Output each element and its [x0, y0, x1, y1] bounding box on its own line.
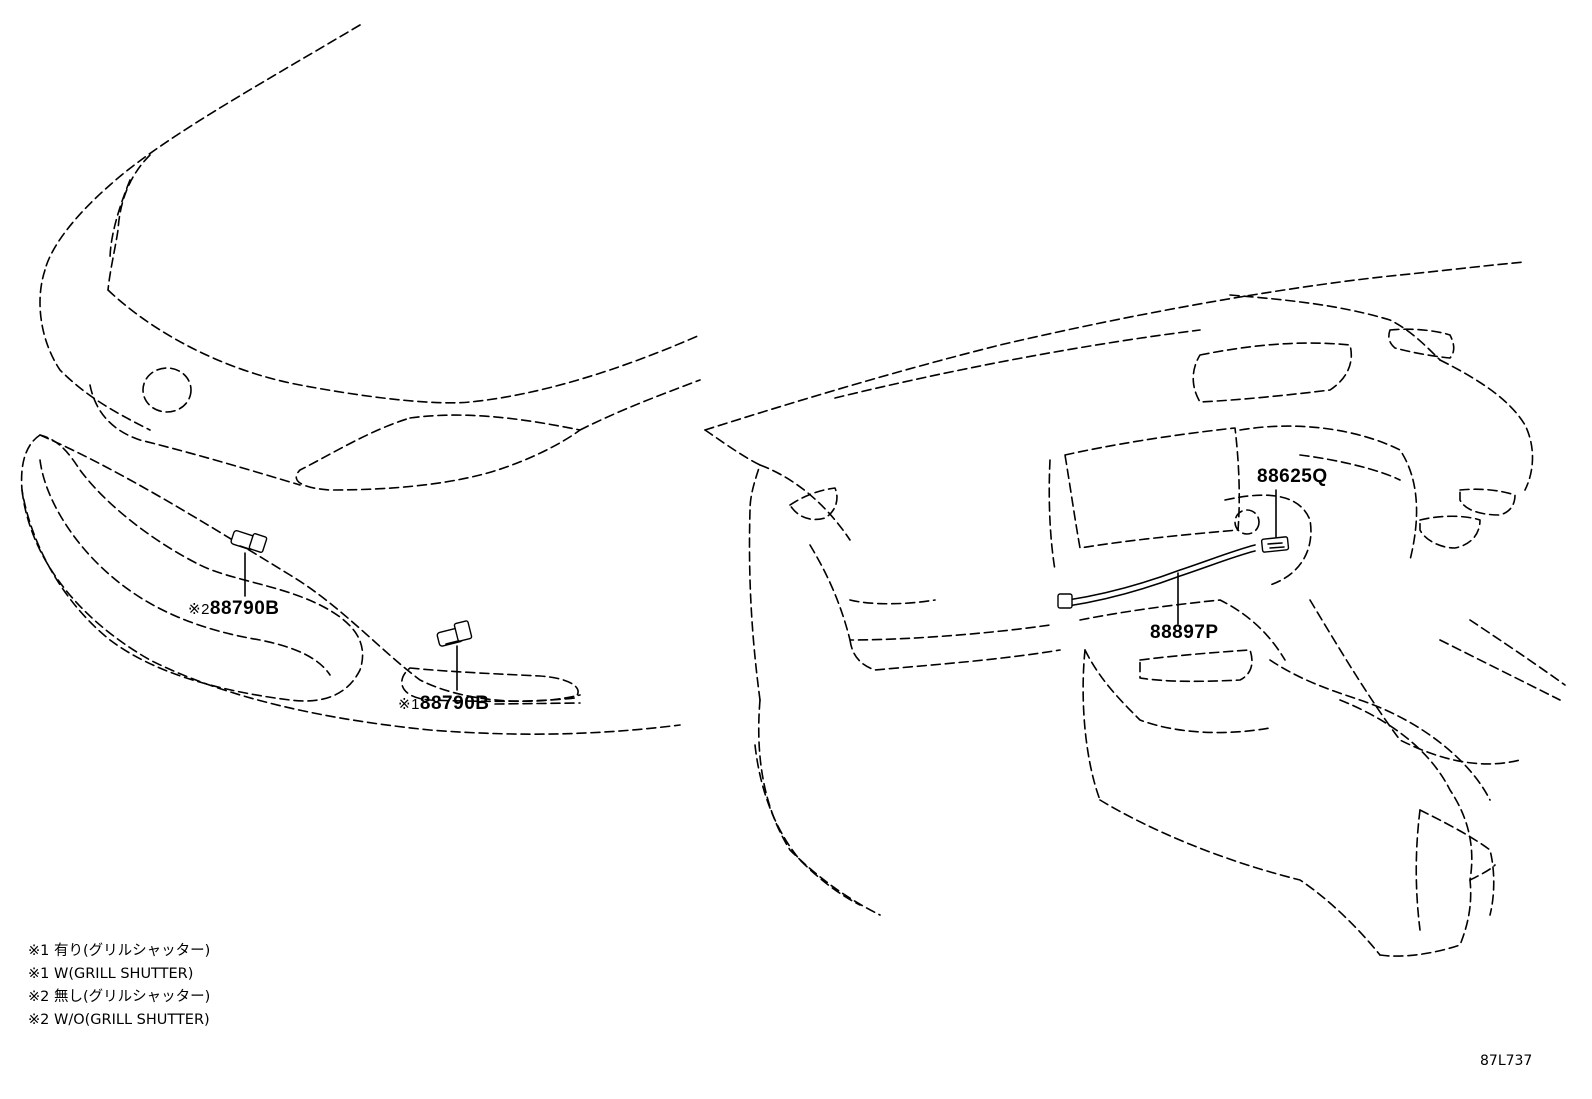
callout-harness[interactable]: 88897P	[1150, 622, 1219, 644]
front-bumper-drawing	[20, 24, 701, 735]
part-number: 88625Q	[1257, 466, 1328, 487]
sensor-lower-icon[interactable]	[230, 530, 268, 553]
callout-dash-sensor[interactable]: 88625Q	[1257, 466, 1328, 488]
part-number: 88897P	[1150, 622, 1219, 643]
part-number: 88790B	[419, 693, 490, 714]
sensor-upper-icon[interactable]	[436, 620, 473, 647]
illustration-code: 87L737	[1480, 1053, 1533, 1069]
callout-mark: ※1	[398, 696, 420, 713]
legend-item: ※2 W/O(GRILL SHUTTER)	[28, 1012, 210, 1028]
callout-sensor-lower[interactable]: ※288790B	[188, 598, 279, 620]
legend-item: ※1 有り(グリルシャッター)	[28, 943, 211, 959]
legend: ※1 有り(グリルシャッター) ※1 W(GRILL SHUTTER) ※2 無…	[28, 940, 210, 1032]
harness-icon[interactable]	[1057, 544, 1256, 609]
callout-mark: ※2	[188, 601, 210, 618]
part-number: 88790B	[209, 598, 280, 619]
instrument-panel-drawing	[704, 261, 1566, 957]
callout-sensor-upper[interactable]: ※188790B	[398, 693, 489, 715]
dash-sensor-icon[interactable]	[1260, 536, 1290, 553]
legend-item: ※2 無し(グリルシャッター)	[28, 989, 211, 1005]
legend-item: ※1 W(GRILL SHUTTER)	[28, 966, 194, 982]
